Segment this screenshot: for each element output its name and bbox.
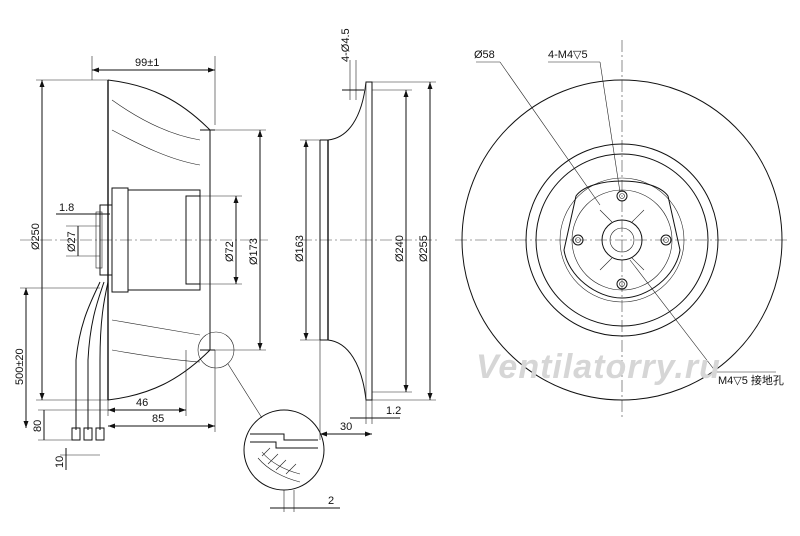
dim-85: 85 <box>152 413 164 425</box>
dim-10: 10 <box>54 456 66 468</box>
dim-detail-2: 2 <box>328 495 334 507</box>
dim-dia-240: Ø240 <box>394 235 406 262</box>
dim-dia-163: Ø163 <box>294 235 306 262</box>
dim-dia-255: Ø255 <box>418 235 430 262</box>
dim-width-99: 99±1 <box>135 57 159 69</box>
side-view: 99±1 Ø250 1.8 Ø27 Ø72 Ø173 <box>14 56 268 470</box>
dim-500: 500±20 <box>14 348 26 385</box>
watermark: Ventilatorry.ru <box>476 348 721 386</box>
dim-46: 46 <box>136 397 148 409</box>
front-view: Ø58 4-M4▽5 M4▽5 接地孔 <box>455 40 790 420</box>
dim-dia-250: Ø250 <box>30 223 42 250</box>
label-4-m4-screws: 4-M4▽5 <box>548 49 588 61</box>
dim-80: 80 <box>32 420 44 432</box>
label-dia-58: Ø58 <box>474 49 495 61</box>
dim-1-2: 1.2 <box>386 405 401 417</box>
dim-30: 30 <box>340 421 352 433</box>
dim-dia-173: Ø173 <box>248 238 260 265</box>
dim-dia-72: Ø72 <box>224 241 236 262</box>
detail-view: 2 <box>243 409 340 512</box>
dim-dia-27: Ø27 <box>66 231 78 252</box>
dim-holes-4-dia-4-5: 4-Ø4.5 <box>340 28 352 62</box>
section-view: 4-Ø4.5 Ø163 Ø240 Ø255 1.2 30 <box>294 28 440 440</box>
dim-1-8: 1.8 <box>59 202 74 214</box>
label-ground-hole: M4▽5 接地孔 <box>718 374 784 387</box>
